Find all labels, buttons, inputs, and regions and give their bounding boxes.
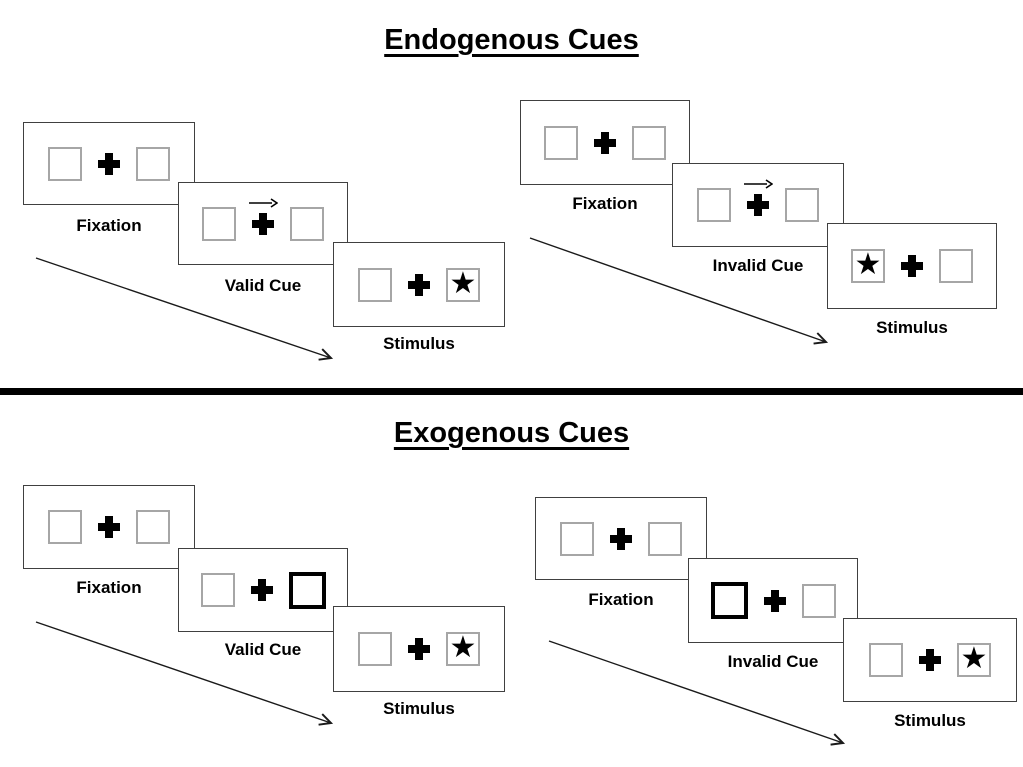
star-icon: ★ bbox=[854, 247, 882, 282]
right-box bbox=[136, 510, 170, 544]
right-box bbox=[939, 249, 973, 283]
right-box: ★ bbox=[446, 265, 480, 302]
left-box bbox=[48, 510, 82, 544]
panel-label: Valid Cue bbox=[224, 276, 302, 295]
right-box bbox=[290, 206, 324, 241]
right-box bbox=[632, 125, 666, 160]
fixation-cross-icon bbox=[98, 152, 120, 175]
right-arrow-icon bbox=[744, 179, 773, 189]
exo-valid-cue-panel bbox=[178, 548, 348, 632]
fixation-cross-icon bbox=[744, 179, 773, 216]
exogenous-section-title: Exogenous Cues bbox=[393, 417, 630, 449]
panel-label: Stimulus bbox=[894, 711, 966, 730]
left-box bbox=[560, 521, 594, 556]
exo-valid-stimulus-panel: ★ bbox=[333, 606, 505, 692]
left-box bbox=[202, 206, 236, 241]
endo-invalid-stimulus-panel: ★ bbox=[827, 223, 997, 309]
left-box bbox=[200, 573, 235, 607]
exo-invalid-fixation-panel bbox=[535, 497, 707, 580]
left-box: ★ bbox=[851, 249, 885, 283]
endo-valid-cue-panel bbox=[178, 182, 348, 265]
right-box: ★ bbox=[446, 632, 480, 666]
exo-valid-fixation-panel bbox=[23, 485, 195, 569]
panel-label: Stimulus bbox=[383, 334, 455, 353]
fixation-cross-icon bbox=[901, 255, 923, 277]
fixation-cross-icon bbox=[919, 649, 941, 671]
panel-label: Fixation bbox=[572, 194, 638, 213]
panel-label: Fixation bbox=[588, 590, 654, 609]
left-box bbox=[48, 146, 82, 181]
panel-label: Invalid Cue bbox=[712, 256, 804, 275]
fixation-cross-icon bbox=[249, 197, 278, 235]
section-divider bbox=[0, 388, 1023, 395]
fixation-cross-icon bbox=[763, 589, 786, 612]
fixation-cross-icon bbox=[250, 579, 273, 601]
fixation-cross-icon bbox=[408, 273, 430, 296]
panel-label: Stimulus bbox=[383, 699, 455, 718]
star-icon: ★ bbox=[449, 630, 477, 665]
endo-invalid-cue-panel bbox=[672, 163, 844, 247]
right-box bbox=[136, 146, 170, 181]
left-box bbox=[869, 643, 903, 677]
fixation-cross-icon bbox=[98, 516, 120, 538]
timeline-arrow bbox=[529, 237, 829, 345]
panel-label: Invalid Cue bbox=[727, 652, 819, 671]
endo-invalid-fixation-panel bbox=[520, 100, 690, 185]
right-box bbox=[648, 521, 682, 556]
endo-valid-fixation-panel bbox=[23, 122, 195, 205]
endogenous-section-title: Endogenous Cues bbox=[384, 24, 639, 56]
right-box bbox=[801, 583, 836, 618]
timeline-arrow bbox=[548, 640, 846, 746]
panel-label: Fixation bbox=[76, 216, 142, 235]
left-box-highlighted bbox=[710, 582, 748, 619]
panel-label: Valid Cue bbox=[224, 640, 302, 659]
endo-valid-stimulus-panel: ★ bbox=[333, 242, 505, 327]
star-icon: ★ bbox=[449, 265, 477, 301]
fixation-cross-icon bbox=[610, 527, 632, 550]
left-box bbox=[697, 188, 731, 222]
exo-invalid-stimulus-panel: ★ bbox=[843, 618, 1017, 702]
exo-invalid-cue-panel bbox=[688, 558, 858, 643]
panel-label: Fixation bbox=[76, 578, 142, 597]
fixation-cross-icon bbox=[408, 638, 430, 660]
right-arrow-icon bbox=[249, 197, 278, 208]
right-box: ★ bbox=[957, 643, 991, 677]
right-box bbox=[785, 188, 819, 222]
left-box bbox=[358, 632, 392, 666]
left-box bbox=[358, 267, 392, 302]
timeline-arrow bbox=[35, 257, 334, 361]
right-box-highlighted bbox=[288, 571, 326, 609]
panel-label: Stimulus bbox=[876, 318, 948, 337]
fixation-cross-icon bbox=[594, 131, 616, 154]
left-box bbox=[544, 125, 578, 160]
timeline-arrow bbox=[35, 621, 334, 726]
star-icon: ★ bbox=[960, 641, 988, 676]
